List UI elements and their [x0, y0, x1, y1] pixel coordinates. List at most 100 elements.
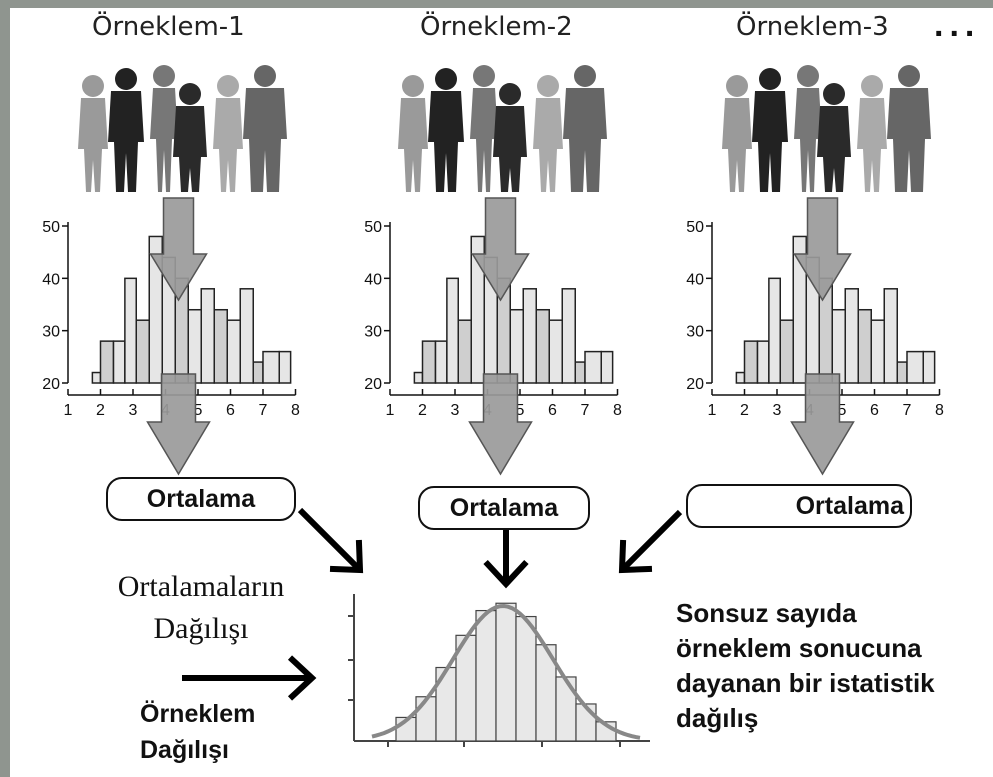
more-samples-ellipsis: ... — [934, 6, 981, 44]
x-tick-label: 6 — [226, 402, 235, 419]
person-body — [108, 91, 144, 192]
x-tick-label: 7 — [903, 402, 912, 419]
means-distribution-line2: Dağılışı — [153, 612, 249, 645]
person-body — [398, 98, 428, 192]
sampling-distribution-line1: Örneklem — [140, 700, 256, 728]
sample-histograms: 5040302012345678504030201234567850403020… — [42, 197, 944, 476]
sampling-distribution-line2: Dağılışı — [140, 736, 229, 764]
dist-bar — [495, 602, 517, 742]
sample-1-title: Örneklem-1 — [92, 12, 245, 42]
x-tick-label: 1 — [386, 402, 395, 419]
x-tick-label: 3 — [451, 402, 460, 419]
person-head — [537, 75, 559, 97]
dist-bar — [515, 615, 537, 742]
sample-3-down-arrow-bottom — [790, 373, 855, 476]
bar — [239, 288, 254, 384]
person-head — [759, 68, 781, 90]
arrow-head — [483, 559, 529, 589]
x-tick-label: 7 — [581, 402, 590, 419]
bar — [278, 350, 292, 384]
bar — [561, 288, 576, 384]
person-head — [115, 68, 137, 90]
dist-bar — [415, 696, 437, 742]
dist-bar — [555, 676, 577, 742]
normal-curve — [371, 603, 641, 740]
people-silhouettes — [78, 65, 931, 192]
sample-3-down-arrow-top — [793, 197, 852, 302]
person-body — [78, 98, 108, 192]
sample-3-histogram: 5040302012345678 — [686, 197, 944, 476]
x-tick-label: 8 — [291, 402, 300, 419]
sample-1-mean-box: Ortalama — [106, 477, 296, 521]
left-black-arrow — [297, 507, 364, 574]
person-body — [887, 88, 931, 192]
x-tick-label: 5 — [838, 402, 847, 419]
x-tick-label: 3 — [129, 402, 138, 419]
x-tick-label: 5 — [516, 402, 525, 419]
bar — [600, 350, 614, 384]
x-tick-label: 3 — [773, 402, 782, 419]
person-head — [435, 68, 457, 90]
person-head — [217, 75, 239, 97]
person-head — [82, 75, 104, 97]
person-body — [857, 98, 887, 192]
x-tick-label: 2 — [740, 402, 749, 419]
x-tick-label: 8 — [613, 402, 622, 419]
caption-black-arrow — [182, 655, 317, 701]
person-head — [179, 83, 201, 105]
person-body — [752, 91, 788, 192]
arrow-shaft — [297, 507, 363, 573]
person-body — [563, 88, 607, 192]
y-tick-label: 20 — [42, 376, 60, 393]
y-tick-label: 30 — [364, 324, 382, 341]
description-line3: dayanan bir istatistik — [676, 668, 935, 698]
x-tick-label: 2 — [96, 402, 105, 419]
bar — [922, 350, 936, 384]
bar — [883, 288, 898, 384]
sample-2-mean-box: Ortalama — [418, 486, 590, 530]
x-tick-label: 5 — [194, 402, 203, 419]
person-body — [173, 106, 207, 192]
x-tick-label: 1 — [64, 402, 73, 419]
y-tick-label: 20 — [686, 376, 704, 393]
person-body — [817, 106, 851, 192]
dist-bar — [475, 609, 497, 742]
description-line1: Sonsuz sayıda — [676, 598, 857, 628]
y-tick-label: 50 — [42, 219, 60, 236]
y-tick-label: 40 — [364, 271, 382, 288]
person-body — [150, 88, 178, 192]
person-head — [861, 75, 883, 97]
y-tick-label: 20 — [364, 376, 382, 393]
person-body — [794, 88, 822, 192]
person-head — [153, 65, 175, 87]
person-body — [722, 98, 752, 192]
x-tick-label: 2 — [418, 402, 427, 419]
description-line4: dağılış — [676, 703, 759, 733]
y-tick-label: 40 — [42, 271, 60, 288]
person-body — [470, 88, 498, 192]
x-tick-label: 6 — [548, 402, 557, 419]
y-tick-label: 50 — [686, 219, 704, 236]
x-tick-label: 8 — [935, 402, 944, 419]
sample-1-histogram: 5040302012345678 — [42, 197, 300, 476]
y-tick-label: 30 — [42, 324, 60, 341]
person-head — [823, 83, 845, 105]
people-group-3 — [722, 65, 931, 192]
x-tick-label: 7 — [259, 402, 268, 419]
person-head — [574, 65, 596, 87]
description-text: Sonsuz sayıda örneklem sonucuna dayanan … — [676, 596, 935, 736]
sample-2-down-arrow-bottom — [468, 373, 533, 476]
person-body — [533, 98, 563, 192]
person-body — [213, 98, 243, 192]
arrow-head — [329, 539, 364, 574]
center-black-arrow — [483, 530, 529, 589]
sample-2-title: Örneklem-2 — [420, 12, 573, 42]
people-group-1 — [78, 65, 287, 192]
description-line2: örneklem sonucuna — [676, 633, 922, 663]
person-body — [493, 106, 527, 192]
arrow-shaft — [619, 509, 683, 573]
person-head — [473, 65, 495, 87]
person-head — [797, 65, 819, 87]
arrow-head — [618, 539, 653, 574]
